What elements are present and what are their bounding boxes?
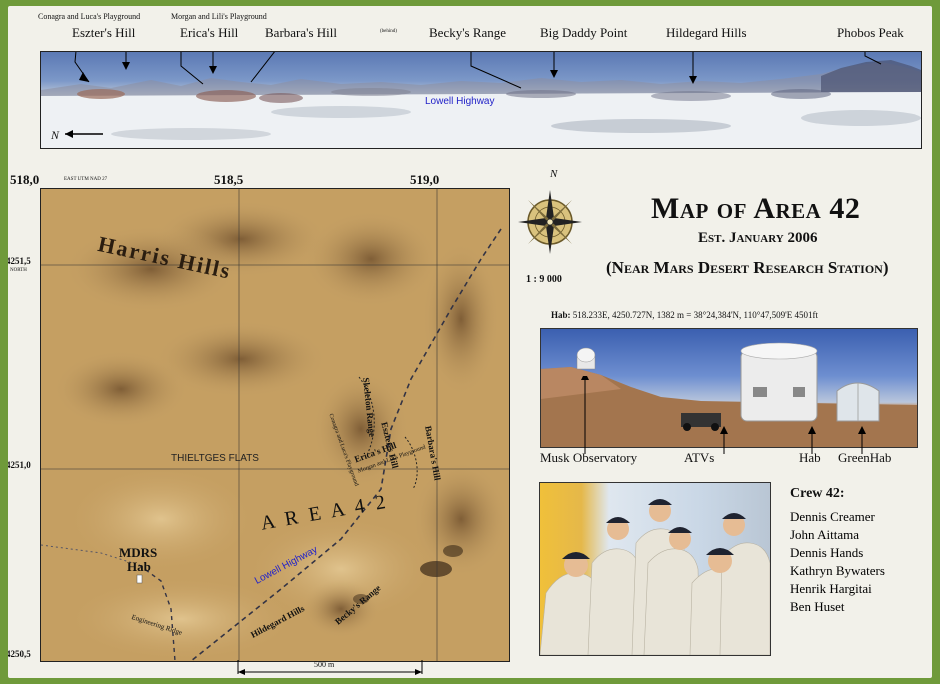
hab-coordinates-value: 518.233E, 4250.727N, 1382 m = 38°24,384'… — [572, 310, 818, 320]
panorama-terrain — [41, 52, 921, 148]
hab-photo-scene — [541, 342, 917, 447]
map-scale-label: 500 m — [314, 660, 335, 669]
crew-member: Dennis Hands — [790, 545, 864, 560]
crew-list: Dennis Creamer John Aittama Dennis Hands… — [790, 508, 885, 616]
hab-coordinates: Hab: 518.233E, 4250.727N, 1382 m = 38°24… — [551, 310, 818, 320]
label-ericas-hill: Erica's Hill — [180, 25, 239, 40]
hab-label-hab: Hab — [799, 450, 821, 465]
label-eszters-hill: Eszter's Hill — [72, 25, 136, 40]
hab-photo — [540, 328, 918, 448]
topo-map: Harris Hills THIELTGES FLATS A R E A 4 2… — [40, 188, 510, 662]
grid-label-4251-5: 4251,5 — [8, 256, 31, 266]
label-barbaras-hill-note: (behind) — [380, 29, 397, 34]
label-big-daddy-point: Big Daddy Point — [540, 25, 628, 40]
grid-north-note: NORTH — [10, 268, 27, 273]
label-morgan-playground: Morgan and Lili's Playground — [171, 12, 267, 21]
crew-member: Henrik Hargitai — [790, 581, 872, 596]
label-beckys-range: Becky's Range — [429, 25, 507, 40]
label-conagra-playground: Conagra and Luca's Playground — [38, 12, 141, 21]
grid-label-519-0: 519,0 — [410, 172, 440, 187]
map-label-hab: Hab — [127, 559, 151, 574]
grid-label-518-5: 518,5 — [214, 172, 244, 187]
crew-member: Kathryn Bywaters — [790, 563, 885, 578]
crew-photo — [539, 482, 771, 656]
map-terrain — [41, 189, 509, 661]
map-scale-bar — [237, 660, 423, 675]
map-label-thieltges-flats: THIELTGES FLATS — [171, 453, 259, 464]
crew-member: John Aittama — [790, 527, 859, 542]
map-scale-ratio: 1 : 9 000 — [526, 274, 562, 285]
crew-title: Crew 42: — [790, 486, 845, 501]
grid-label-518-0: 518,0 — [10, 172, 40, 187]
grid-label-4250-5: 4250,5 — [8, 649, 31, 659]
map-established: Est. January 2006 — [698, 230, 818, 246]
crew-member: Ben Huset — [790, 599, 845, 614]
hab-label-atvs: ATVs — [684, 450, 715, 465]
hab-photo-pointers — [581, 376, 866, 454]
poster: Conagra and Luca's Playground Morgan and… — [8, 6, 932, 678]
crew-member: Dennis Creamer — [790, 509, 875, 524]
label-barbaras-hill: Barbara's Hill — [265, 25, 338, 40]
hab-coordinates-label: Hab: — [551, 310, 571, 320]
label-phobos-peak: Phobos Peak — [837, 25, 904, 40]
map-subtitle: (Near Mars Desert Research Station) — [606, 258, 889, 277]
panorama-north-label: N — [51, 128, 60, 142]
grid-label-4251-0: 4251,0 — [8, 460, 31, 470]
crew-photo-scene — [540, 499, 770, 655]
panorama-photo: Lowell Highway N — [40, 51, 922, 149]
hab-label-musk-observatory: Musk Observatory — [540, 450, 638, 465]
map-title: Map of Area 42 — [651, 192, 861, 225]
compass-rose-icon — [518, 190, 582, 254]
map-label-mdrs: MDRS — [119, 545, 158, 560]
compass-north-label: N — [550, 168, 558, 180]
grid-utm-note: EAST UTM NAD 27 — [64, 177, 108, 182]
label-hildegard-hills: Hildegard Hills — [666, 25, 747, 40]
hab-label-greenhab: GreenHab — [838, 450, 892, 465]
panorama-lowell-highway: Lowell Highway — [425, 96, 495, 107]
